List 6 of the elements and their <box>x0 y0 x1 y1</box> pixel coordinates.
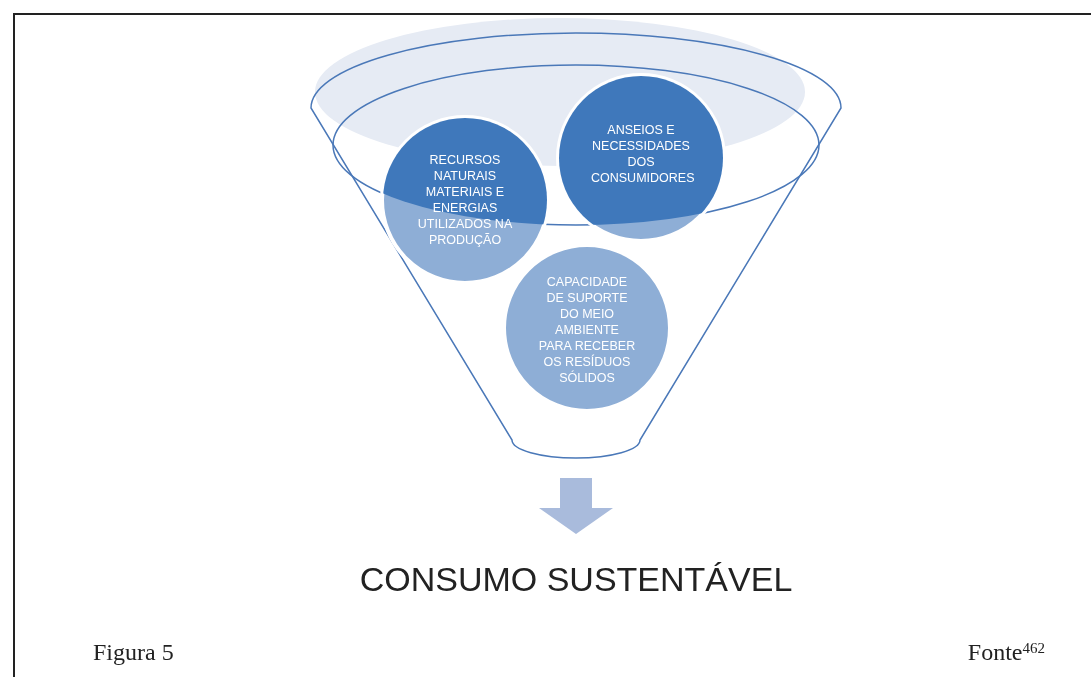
source-note: Fonte$^{462}$ <box>967 638 1045 667</box>
block-arrow <box>539 478 613 534</box>
figure-number: Figura 5 <box>93 638 174 667</box>
circle-text: RECURSOS NATURAIS MATERIAIS E ENERGIAS UTILIZADOS NA PRODUÇÃO <box>416 152 514 248</box>
result-text: CONSUMO SUSTENTÁVEL <box>359 558 793 600</box>
circle-text: CAPACIDADE DE SUPORTE DO MEIO AMBIENTE PARA RECEBER OS RESÍDUOS SÓLIDOS <box>537 274 637 386</box>
